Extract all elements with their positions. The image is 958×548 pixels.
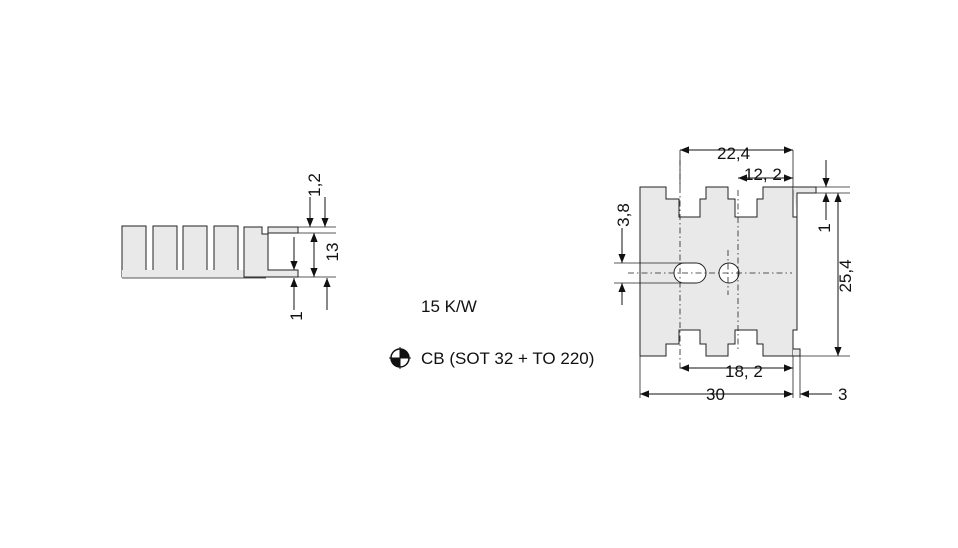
front-tab-top (793, 186, 817, 217)
side-fin-2 (152, 225, 178, 278)
dim-side-height: 13 (323, 243, 342, 262)
front-body (639, 186, 798, 357)
side-fin-1 (121, 225, 147, 278)
dim-front-tab: 3 (838, 385, 847, 404)
dim-front-height: 25,4 (836, 259, 855, 292)
dim-side-bottom: 1 (287, 311, 306, 320)
dim-front-bottom-offset: 18, 2 (725, 362, 763, 381)
dim-front-hole-offset: 12, 2 (744, 165, 782, 184)
side-clip (243, 226, 299, 278)
side-view: 1,2 13 1 (121, 173, 342, 321)
front-tab-bottom (793, 348, 801, 357)
dim-side-thickness: 1,2 (305, 173, 324, 197)
side-base (122, 270, 266, 278)
dim-front-base-width: 30 (706, 385, 725, 404)
front-view: 22,4 12, 2 1 3,8 25,4 18, 2 30 3 (614, 144, 855, 404)
mounting-label: CB (SOT 32 + TO 220) (421, 349, 594, 368)
side-fin-4 (213, 225, 239, 278)
thermal-resistance: 15 K/W (421, 297, 477, 316)
front-slot-hole (673, 262, 707, 284)
cross-in-circle-icon (389, 347, 411, 369)
side-fin-3 (182, 225, 208, 278)
dim-front-overall-width: 22,4 (717, 144, 750, 163)
dim-front-hole-height: 3,8 (614, 203, 633, 227)
dim-front-fin-top: 1 (815, 223, 834, 232)
specs-block: 15 K/W CB (SOT 32 + TO 220) (389, 297, 594, 369)
